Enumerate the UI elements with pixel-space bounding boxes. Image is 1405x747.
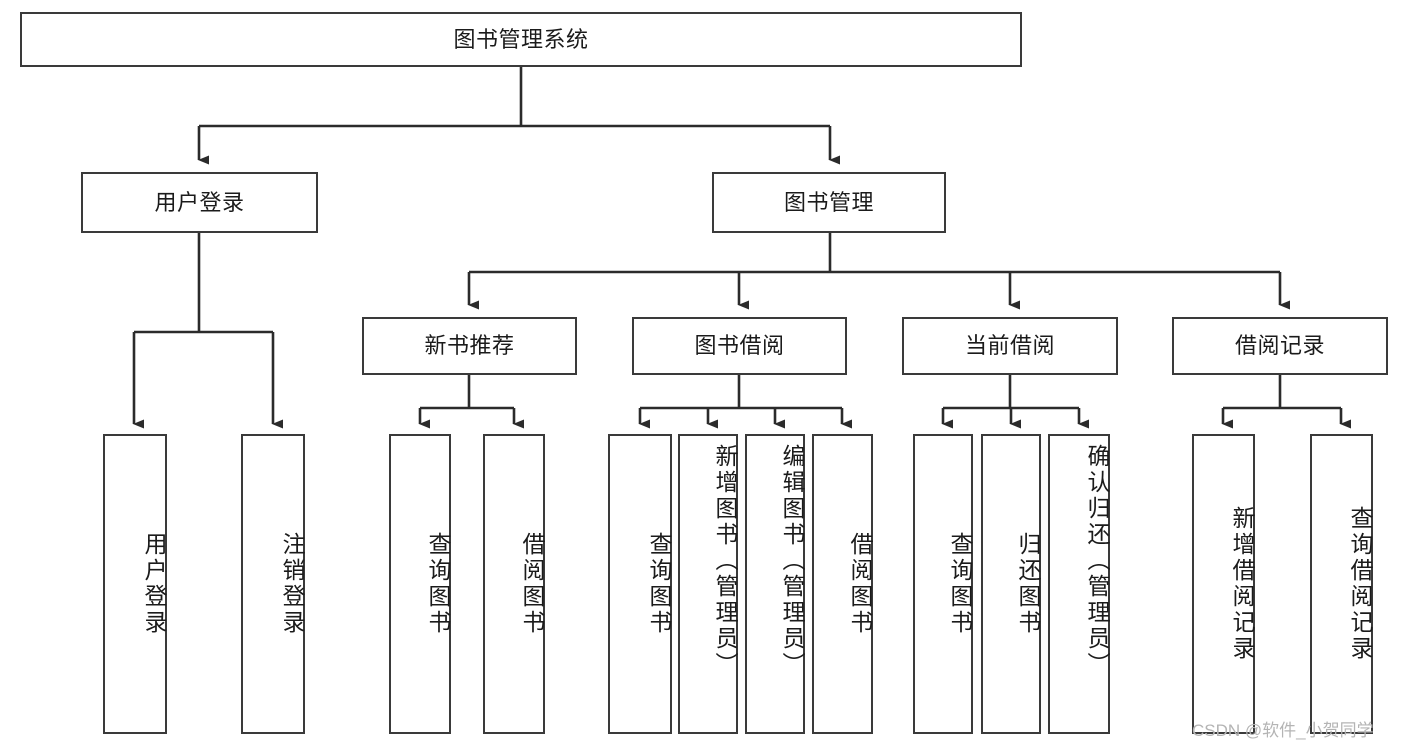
leaf-borrow-edit-book-admin[interactable]: 编辑图书（管理员） [745,434,805,734]
node-book-management-label: 图书管理 [783,189,874,215]
leaf-label: 注销登录 [279,532,305,636]
node-new-book-recommend[interactable]: 新书推荐 [362,317,577,375]
node-borrow-record-label: 借阅记录 [1234,333,1325,359]
node-borrow-record[interactable]: 借阅记录 [1172,317,1388,375]
leaf-current-return-book[interactable]: 归还图书 [981,434,1041,734]
node-book-management[interactable]: 图书管理 [712,172,946,233]
leaf-current-query-book[interactable]: 查询图书 [913,434,973,734]
leaf-label: 新增借阅记录 [1229,506,1255,662]
leaf-recommend-query-book[interactable]: 查询图书 [389,434,451,734]
leaf-label: 查询图书 [646,532,672,636]
leaf-label: 编辑图书（管理员） [779,444,805,678]
node-new-book-recommend-label: 新书推荐 [424,333,515,359]
leaf-user-login-logout[interactable]: 注销登录 [241,434,305,734]
node-current-borrow[interactable]: 当前借阅 [902,317,1118,375]
leaf-record-query-record[interactable]: 查询借阅记录 [1310,434,1373,734]
leaf-recommend-borrow-book[interactable]: 借阅图书 [483,434,545,734]
node-user-login-label: 用户登录 [154,189,245,215]
leaf-record-add-record[interactable]: 新增借阅记录 [1192,434,1255,734]
leaf-label: 查询借阅记录 [1347,506,1373,662]
node-root-label: 图书管理系统 [453,26,589,52]
leaf-label: 借阅图书 [847,532,873,636]
leaf-borrow-query-book[interactable]: 查询图书 [608,434,672,734]
leaf-label: 新增图书（管理员） [712,444,738,678]
leaf-borrow-borrow-book[interactable]: 借阅图书 [812,434,873,734]
leaf-label: 查询图书 [947,532,973,636]
node-root[interactable]: 图书管理系统 [20,12,1022,67]
node-current-borrow-label: 当前借阅 [964,333,1055,359]
leaf-label: 归还图书 [1015,532,1041,636]
node-book-borrow-label: 图书借阅 [694,333,785,359]
leaf-label: 查询图书 [425,532,451,636]
leaf-borrow-add-book-admin[interactable]: 新增图书（管理员） [678,434,738,734]
node-book-borrow[interactable]: 图书借阅 [632,317,847,375]
watermark: CSDN @软件_小贺同学 [1192,721,1374,740]
leaf-label: 借阅图书 [519,532,545,636]
leaf-label: 用户登录 [141,532,167,636]
leaf-current-confirm-return-admin[interactable]: 确认归还（管理员） [1048,434,1110,734]
node-user-login[interactable]: 用户登录 [81,172,318,233]
leaf-label: 确认归还（管理员） [1084,444,1110,678]
leaf-user-login-login[interactable]: 用户登录 [103,434,167,734]
